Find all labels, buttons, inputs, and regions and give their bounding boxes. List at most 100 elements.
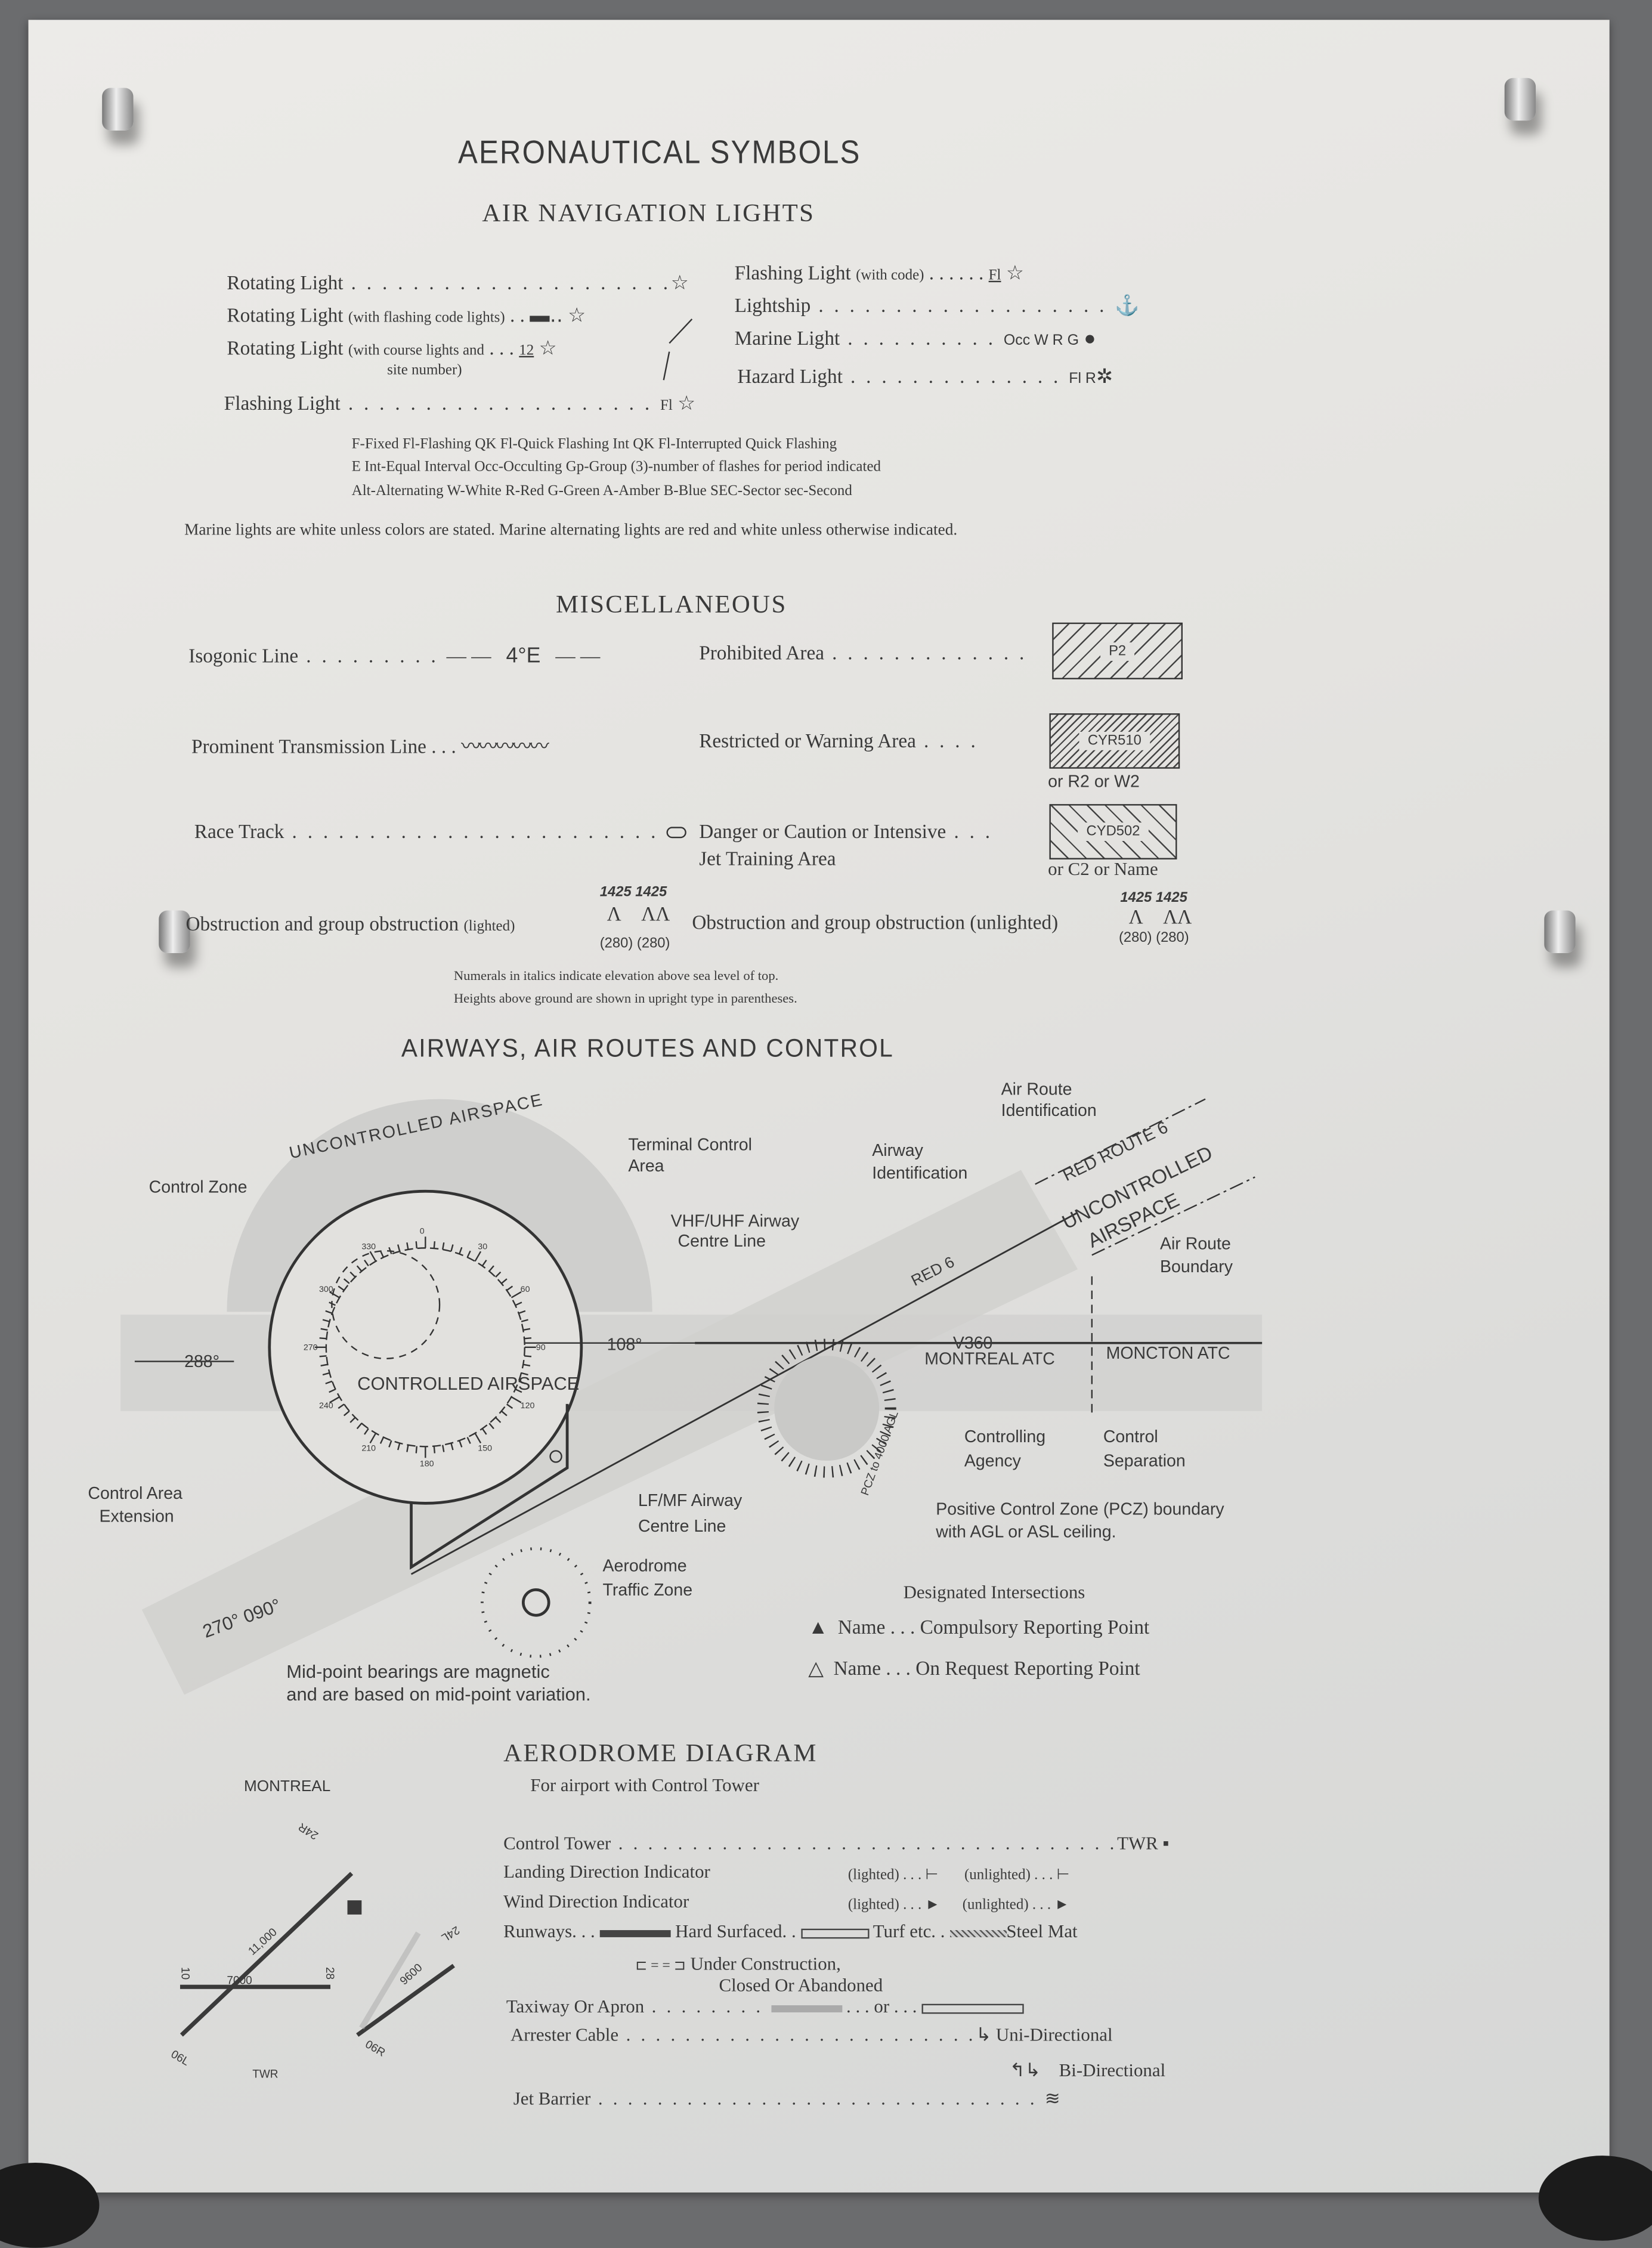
misc-row: Prominent Transmission Line . . . 〰〰〰〰〰 (191, 737, 549, 759)
compass-tick (388, 1440, 392, 1448)
aerodrome-map: 24R 11,000 24L 9600 10 7000 28 06R 06L T… (169, 1820, 462, 2081)
light-row: Flashing Light (with code) . . . . . . F… (734, 264, 1024, 285)
misc-row-line2: Jet Training Area (699, 849, 836, 871)
compass-tick (474, 1433, 482, 1444)
svg-text:06R: 06R (363, 2038, 388, 2060)
legend-row: ⊏ = = ⊐ Under Construction, (635, 1953, 841, 1974)
legend-row: Arrester Cable . . . . . . . . . . . . .… (510, 2023, 1113, 2045)
compass-tick (481, 1260, 487, 1267)
abbreviation-line: F-Fixed Fl-Flashing QK Fl-Quick Flashing… (351, 437, 837, 453)
section-heading: AIR NAVIGATION LIGHTS (482, 198, 815, 227)
callout: Control (1103, 1427, 1158, 1446)
open-triangle-icon: △ (808, 1659, 824, 1681)
compass-tick (322, 1372, 330, 1376)
svg-text:10: 10 (178, 1967, 191, 1980)
compass-label: 60 (521, 1285, 530, 1294)
compass-tick (518, 1310, 526, 1315)
compass-label: 120 (521, 1401, 535, 1411)
legend-row: Jet Barrier . . . . . . . . . . . . . . … (513, 2087, 1060, 2109)
svg-text:24L: 24L (439, 1924, 462, 1944)
compass-tick (523, 1363, 531, 1366)
compass-label: 90 (536, 1343, 546, 1353)
misc-row: Obstruction and group obstruction (light… (185, 914, 515, 936)
pin (159, 910, 190, 953)
svg-text:24R: 24R (296, 1820, 321, 1842)
legend-row: ↰↳ Bi-Directional (1009, 2059, 1166, 2081)
intersection-item: △ Name . . . On Request Reporting Point (808, 1659, 1140, 1681)
compass-label: 150 (478, 1443, 492, 1453)
lightship-icon: ⚓ (1115, 296, 1140, 318)
abbreviation-line: E Int-Equal Interval Occ-Occulting Gp-Gr… (351, 459, 881, 475)
obstruction-lighted-icon: Λ ΛΛ (607, 904, 670, 926)
legend-row: Wind Direction Indicator (503, 1890, 689, 1912)
compass-tick (320, 1363, 328, 1366)
compass-tick (369, 1251, 377, 1262)
compass-tick (415, 1446, 417, 1454)
section-heading: MISCELLANEOUS (556, 590, 787, 619)
callout: Air Route (1001, 1080, 1072, 1099)
filled-triangle-icon: ▲ (808, 1618, 828, 1640)
compass-tick (320, 1328, 328, 1331)
restricted-alt-text: or R2 or W2 (1048, 771, 1140, 791)
callout: Centre Line (638, 1517, 726, 1536)
compass-label: 30 (478, 1242, 487, 1252)
compass-tick (474, 1251, 482, 1262)
marine-note: Marine lights are white unless colors ar… (184, 521, 958, 539)
compass-tick (349, 1271, 356, 1278)
pin (1504, 78, 1536, 121)
light-row: Rotating Light (with course lights and .… (227, 339, 557, 360)
airways-diagram: UNCONTROLLED AIRSPACE Terminal Control A… (88, 1080, 1263, 1705)
callout: VHF/UHF Airway (671, 1212, 800, 1231)
misc-row: Danger or Caution or Intensive . . . (699, 822, 993, 844)
elevation: 1425 1425 (1120, 890, 1187, 907)
danger-alt-text: or C2 or Name (1048, 858, 1158, 880)
stand-foot (1538, 2156, 1652, 2241)
light-row: Lightship . . . . . . . . . . . . . . . … (734, 296, 1140, 318)
compass-tick (406, 1445, 409, 1452)
page-title: AERONAUTICAL SYMBOLS (457, 133, 861, 171)
callout: Area (628, 1157, 664, 1176)
compass-label: 180 (420, 1460, 434, 1469)
callout: Identification (872, 1164, 967, 1183)
compass-tick (466, 1250, 471, 1258)
legend-row: Landing Direction Indicator (503, 1860, 710, 1882)
section-subheading: For airport with Control Tower (530, 1774, 759, 1796)
callout: Extension (99, 1507, 174, 1526)
compass-tick (495, 1417, 502, 1423)
race-track-icon (666, 827, 686, 839)
svg-text:06L: 06L (169, 2048, 191, 2068)
compass-tick (501, 1410, 508, 1417)
legend-row: Runways. . . Hard Surfaced. . Turf etc. … (503, 1920, 1078, 1942)
compass-tick (364, 1428, 369, 1435)
legend-row: Taxiway Or Apron . . . . . . . . . . . o… (506, 1995, 1024, 2018)
atc-label: MONTREAL ATC (924, 1349, 1055, 1368)
light-row: Marine Light . . . . . . . . . . Occ W R… (734, 329, 1096, 351)
obstruction-unlighted-icon: Λ ΛΛ (1128, 907, 1192, 929)
compass-tick (488, 1265, 494, 1272)
svg-text:7000: 7000 (227, 1974, 252, 1987)
intersection-item: ▲ Name . . . Compulsory Reporting Point (808, 1618, 1150, 1640)
pin (102, 88, 134, 131)
compass-tick (325, 1310, 333, 1315)
compass-label: 330 (361, 1242, 376, 1252)
compass-tick (406, 1242, 409, 1250)
controlled-label: CONTROLLED AIRSPACE (357, 1373, 579, 1394)
compass-tick (369, 1433, 377, 1444)
compass-tick (501, 1278, 508, 1284)
compass-tick (450, 1244, 454, 1252)
airway-label: V360 (953, 1334, 993, 1353)
atc-label: MONCTON ATC (1106, 1344, 1230, 1363)
compass-tick (481, 1428, 487, 1435)
callout: Control Zone (149, 1178, 248, 1197)
transmission-line-icon: 〰〰〰〰〰 (461, 737, 549, 759)
misc-row: Race Track . . . . . . . . . . . . . . .… (194, 822, 686, 845)
light-note: site number) (387, 363, 462, 379)
compass-tick (495, 1271, 502, 1278)
misc-row: Isogonic Line . . . . . . . . . — — 4°E … (188, 644, 601, 668)
compass-tick (379, 1437, 385, 1444)
legend-row: Closed Or Abandoned (719, 1974, 883, 1996)
misc-row: Restricted or Warning Area . . . . (699, 731, 979, 753)
callout: Positive Control Zone (PCZ) boundary (936, 1499, 1224, 1519)
light-row: Rotating Light (with flashing code light… (227, 306, 586, 328)
callout: Air Route (1160, 1235, 1231, 1254)
